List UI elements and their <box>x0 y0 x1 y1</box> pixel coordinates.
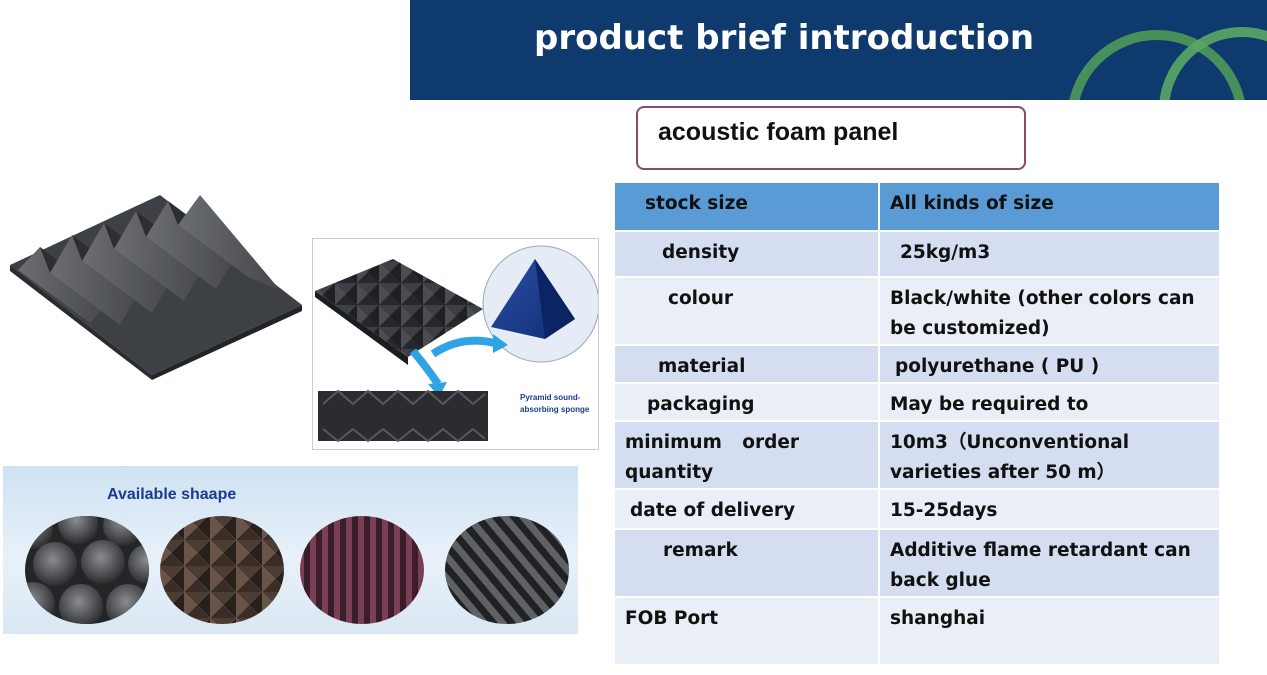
egg-crate-foam-icon <box>25 516 149 624</box>
spec-value: shanghai <box>879 597 1219 666</box>
spec-value: Additive flame retardant can back glue <box>879 529 1219 598</box>
decorative-rings-icon <box>1069 27 1267 100</box>
spec-label: density <box>615 231 880 278</box>
spec-label: packaging <box>615 383 880 422</box>
spec-value: All kinds of size <box>879 183 1219 232</box>
available-shapes-panel: Available shaape <box>3 466 578 634</box>
product-name-box: acoustic foam panel <box>636 106 1026 170</box>
pyramid-foam-icon <box>160 516 284 624</box>
spec-value: 25kg/m3 <box>879 231 1219 278</box>
header-banner: product brief introduction <box>410 0 1267 100</box>
pyramid-caption: Pyramid sound-absorbing sponge <box>520 393 590 414</box>
spec-label: colour <box>615 277 880 346</box>
spec-label: FOB Port <box>615 597 880 666</box>
ribbed-foam-icon <box>300 516 424 624</box>
spec-label: stock size <box>615 183 880 232</box>
spec-value: May be required to <box>879 383 1219 422</box>
spec-label: remark <box>615 529 880 598</box>
spec-label: minimum order quantity <box>615 421 880 490</box>
spec-label: material <box>615 345 880 384</box>
wedge-foam-image <box>10 195 302 380</box>
pyramid-foam-image <box>312 238 600 450</box>
spec-value: 10m3（Unconventional varieties after 50 m… <box>879 421 1219 490</box>
wedge-foam-icon <box>445 516 569 624</box>
product-name: acoustic foam panel <box>658 118 899 146</box>
pyramid-foam-drawing <box>315 245 600 443</box>
spec-label: date of delivery <box>615 489 880 530</box>
spec-value: Black/white (other colors can be customi… <box>879 277 1219 346</box>
page-title: product brief introduction <box>534 18 1035 58</box>
spec-value: polyurethane ( PU ) <box>879 345 1219 384</box>
available-shapes-label: Available shaape <box>107 486 237 503</box>
spec-value: 15-25days <box>879 489 1219 530</box>
